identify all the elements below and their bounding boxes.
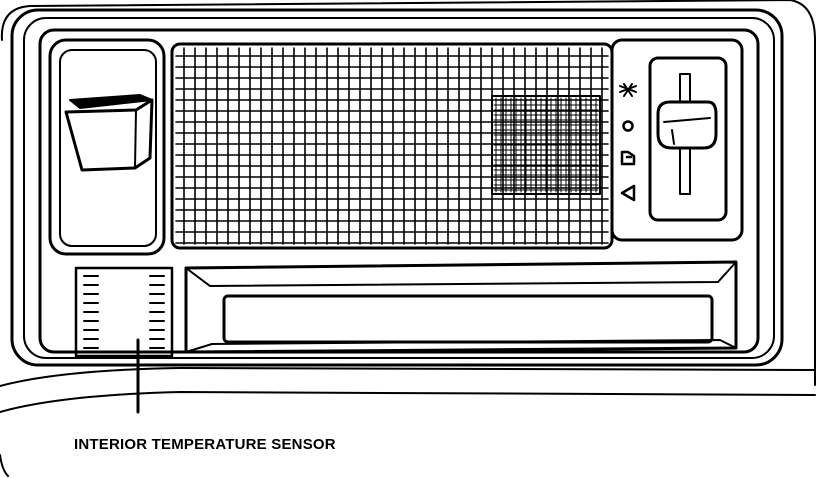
headliner-curve [0,391,816,413]
map-lamp-outer-bevel [185,261,737,353]
map-lamp-bezel [184,260,738,354]
interior-temperature-sensor-label: INTERIOR TEMPERATURE SENSOR [74,436,336,453]
temperature-sensor-slats [83,275,165,349]
console-bezel-outer [10,8,784,367]
map-lamp-lens [222,294,714,344]
headliner-left-edge [0,454,9,477]
lens-grid [175,47,609,245]
off-circle-icon [622,120,634,132]
headliner-outline [0,0,816,386]
temperature-sensor-grille [74,266,174,358]
slide-switch-track [648,56,728,222]
courtesy-lamp-icon [620,184,636,202]
switch-panel [610,38,744,242]
headliner-lower-edge [0,367,816,387]
storage-bin-frame [48,38,166,256]
lamp-on-icon [619,83,637,97]
slide-switch-knob[interactable] [656,100,718,150]
storage-bin-inner [59,49,157,247]
lens-fine-grid-area [491,95,601,195]
console-bezel-inner [23,17,775,359]
door-icon [620,150,636,166]
console-bezel-inset [38,28,760,354]
lens-fine-grid [493,97,599,193]
